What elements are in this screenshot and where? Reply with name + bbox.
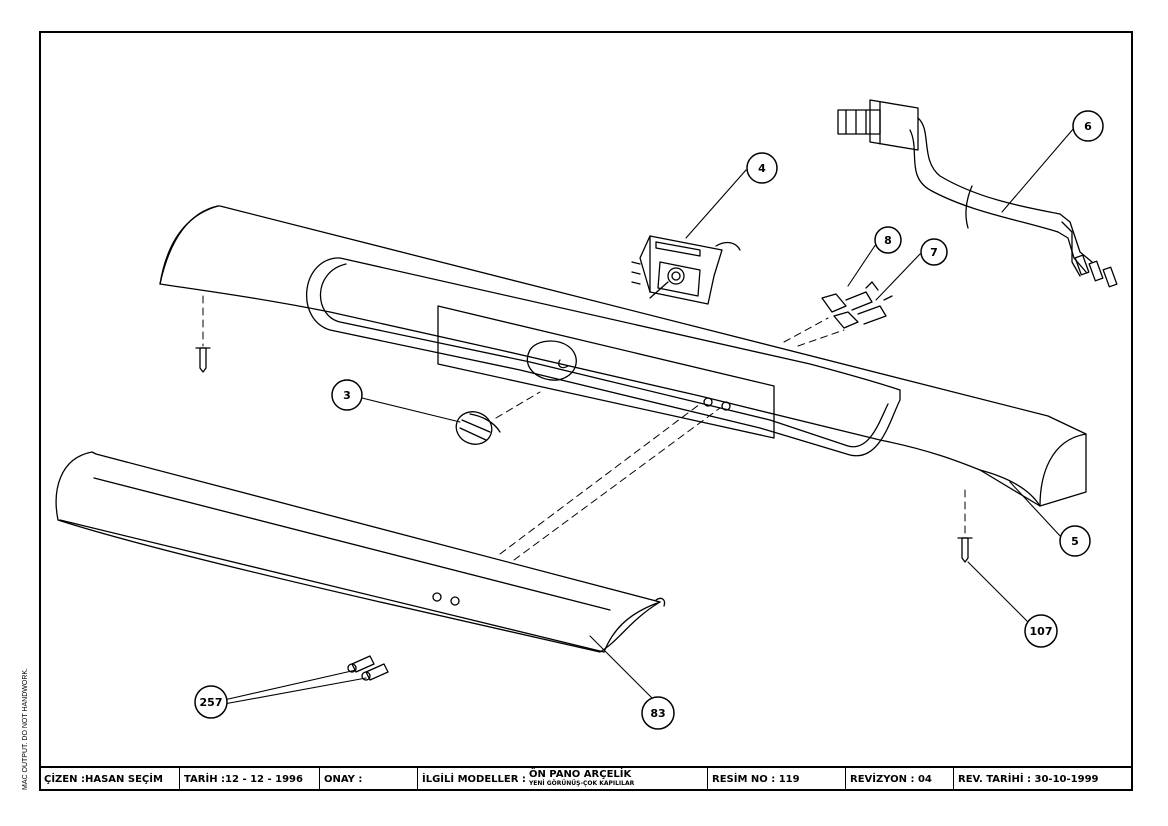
related-models-sub: YENİ GÖRÜNÜŞ-ÇOK KAPILILAR <box>528 780 635 787</box>
callout-label: 6 <box>1084 120 1092 133</box>
callout-bubble <box>1024 614 1058 648</box>
drawn-by-cell: ÇİZEN :HASAN SEÇİM <box>40 768 180 790</box>
bulb-parts <box>347 655 389 681</box>
thermostat-switch-part <box>631 235 741 305</box>
front-panel-part <box>159 205 1087 507</box>
callout-label: 7 <box>930 246 938 259</box>
callout-label: 107 <box>1030 625 1053 638</box>
callout-bubble <box>1059 525 1091 557</box>
side-note: MAC OUTPUT. DO NOT HANDWORK. <box>22 668 29 790</box>
callout-bubble <box>920 238 948 266</box>
drawing-number-cell: RESİM NO : 119 <box>708 768 846 790</box>
related-models-main: ÖN PANO ARÇELİK <box>528 769 632 780</box>
related-models-values: ÖN PANO ARÇELİK YENİ GÖRÜNÜŞ-ÇOK KAPILIL… <box>529 770 634 788</box>
trim-strip-part <box>55 451 666 653</box>
callout-bubble <box>1072 110 1104 142</box>
related-models-cell: İLGİLİ MODELLER : ÖN PANO ARÇELİK YENİ G… <box>418 768 708 790</box>
lamp-parts <box>821 281 893 329</box>
callout-bubbles <box>194 110 1104 730</box>
drawing-frame <box>39 31 1133 791</box>
title-block: ÇİZEN :HASAN SEÇİM TARİH :12 - 12 - 1996… <box>40 766 1132 790</box>
callout-label: 8 <box>884 234 892 247</box>
callout-bubble <box>874 226 902 254</box>
callout-label: 257 <box>200 696 223 709</box>
callout-bubble <box>746 152 778 184</box>
wiring-harness-part <box>837 99 1118 288</box>
callout-bubble <box>641 696 675 730</box>
revision-date-cell: REV. TARİHİ : 30-10-1999 <box>958 773 1099 785</box>
revision-cell: REVİZYON : 04 <box>846 768 954 790</box>
callout-label: 83 <box>650 707 665 720</box>
callout-label: 5 <box>1071 535 1079 548</box>
related-models-label: İLGİLİ MODELLER : <box>422 773 526 785</box>
callout-label: 3 <box>343 389 351 402</box>
screw-parts <box>195 347 973 563</box>
date-cell: TARİH :12 - 12 - 1996 <box>180 768 320 790</box>
callout-bubble <box>194 685 228 719</box>
approval-cell: ONAY : <box>320 768 418 790</box>
callout-bubble <box>331 379 363 411</box>
knob-part <box>455 411 501 445</box>
callout-label: 4 <box>758 162 766 175</box>
